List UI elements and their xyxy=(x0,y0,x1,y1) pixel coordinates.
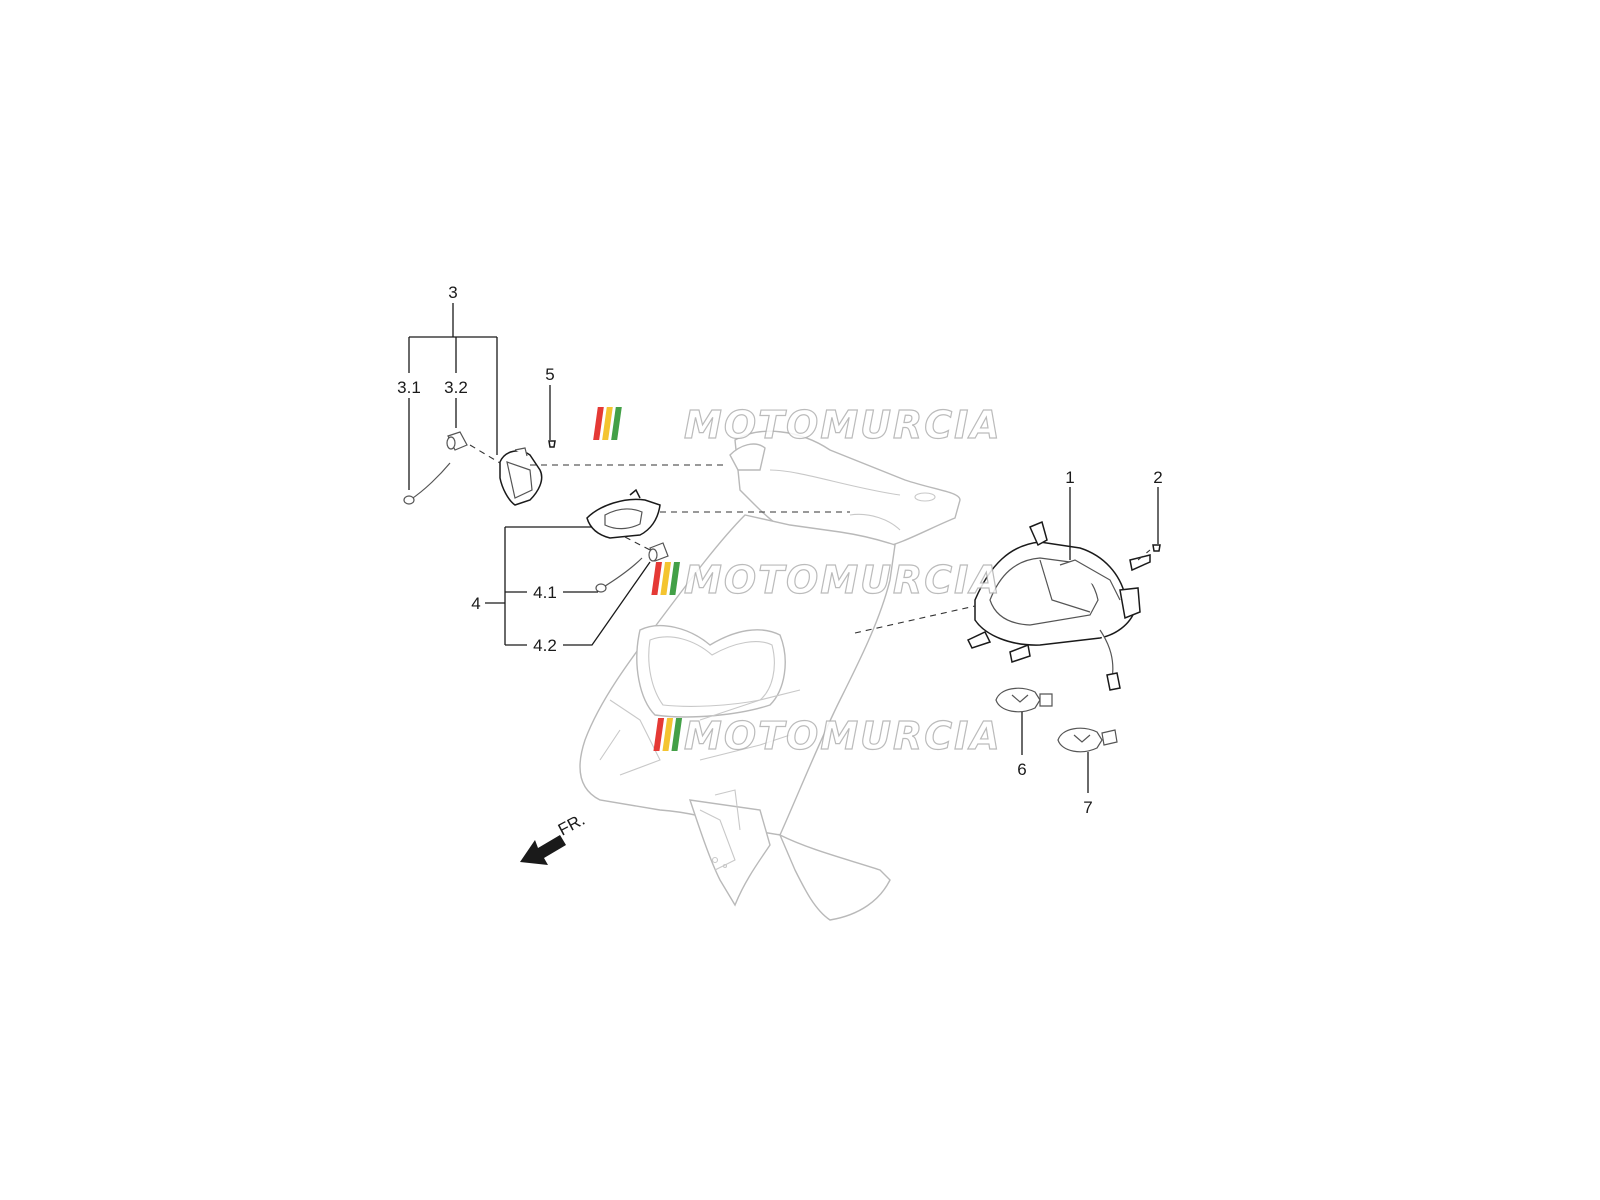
watermark-text: MOTOMURCIA xyxy=(684,558,1002,602)
callout-4-1: 4.1 xyxy=(533,583,557,602)
screw-2 xyxy=(1152,544,1161,552)
leader-lines xyxy=(408,303,1159,793)
callout-3-1: 3.1 xyxy=(397,378,421,397)
cable-3-1 xyxy=(403,462,451,505)
watermark-3: MOTOMURCIA xyxy=(653,713,1002,759)
bulb-4-2 xyxy=(648,542,669,562)
watermark-logo-stripes xyxy=(651,562,681,595)
bulb-6 xyxy=(995,687,1053,713)
front-direction-indicator: FR. xyxy=(520,810,588,865)
callout-labels: 3 3.1 3.2 5 4 4.1 4.2 1 2 6 7 xyxy=(397,283,1163,817)
bulb-7 xyxy=(1057,727,1118,753)
indicator-right-assembly xyxy=(586,488,661,539)
headlamp-unit-1 xyxy=(966,520,1151,691)
arrow-icon xyxy=(520,835,566,865)
callout-3-2: 3.2 xyxy=(444,378,468,397)
assembly-lines xyxy=(469,444,1151,634)
scooter-front-body xyxy=(579,430,961,921)
callout-7: 7 xyxy=(1083,798,1092,817)
watermark-text: MOTOMURCIA xyxy=(684,714,1002,758)
callout-6: 6 xyxy=(1017,760,1026,779)
callout-3: 3 xyxy=(448,283,457,302)
screw-5 xyxy=(548,440,556,448)
watermark-logo-stripes xyxy=(593,407,622,440)
watermark-logo-stripes xyxy=(653,718,683,751)
watermark-1: MOTOMURCIA xyxy=(593,402,1002,448)
watermark-2: MOTOMURCIA xyxy=(651,557,1002,603)
indicator-left-assembly xyxy=(499,447,543,506)
callout-2: 2 xyxy=(1153,468,1162,487)
callout-1: 1 xyxy=(1065,468,1074,487)
watermark-text: MOTOMURCIA xyxy=(684,403,1002,447)
callout-4-2: 4.2 xyxy=(533,636,557,655)
callout-4: 4 xyxy=(471,594,480,613)
callout-5: 5 xyxy=(545,365,554,384)
cable-4-1 xyxy=(595,557,643,593)
bulb-3-2 xyxy=(446,431,468,451)
